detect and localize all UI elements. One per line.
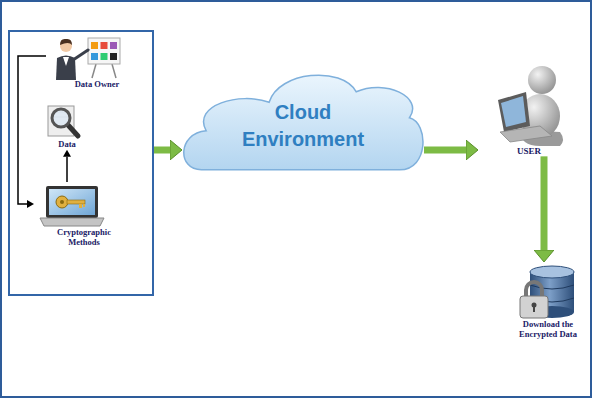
key-icon	[60, 200, 64, 204]
user-figure	[528, 66, 556, 94]
laptop-icon	[46, 186, 98, 218]
user-figure	[498, 92, 530, 132]
data-owner-figure	[56, 38, 120, 80]
database-icon	[530, 285, 574, 289]
data-owner-figure	[88, 38, 120, 64]
data-node: Data	[34, 104, 100, 150]
data-owner-figure	[92, 64, 96, 78]
user-figure	[501, 96, 526, 127]
data-owner-figure	[101, 53, 108, 60]
cloud-outline	[184, 75, 423, 170]
flow-arrow	[541, 156, 548, 250]
database-icon	[530, 266, 574, 278]
key-icon	[56, 196, 68, 208]
data-owner-figure	[91, 53, 98, 60]
key-icon	[79, 204, 82, 208]
user-node: USER	[478, 60, 580, 156]
panel-box: Data OwnerDataCryptographic Methods	[8, 30, 154, 296]
magnifier-icon	[48, 106, 74, 136]
key-icon	[83, 204, 85, 207]
node-label: Download the Encrypted Data	[511, 320, 585, 340]
flow-arrow	[154, 147, 170, 154]
user-figure	[498, 66, 563, 146]
data-owner-figure	[60, 39, 72, 45]
data-owner-figure	[110, 53, 117, 60]
magnifier-icon	[48, 106, 78, 136]
crypto-node: Cryptographic Methods	[34, 182, 134, 248]
laptop-icon	[49, 189, 95, 215]
node-label: USER	[481, 146, 577, 156]
data-owner-figure	[63, 57, 69, 66]
user-figure	[500, 126, 552, 142]
data-owner-figure	[101, 42, 108, 49]
data-owner-figure	[112, 64, 116, 78]
link-arrow	[18, 56, 46, 204]
download-node: Download the Encrypted Data	[508, 262, 588, 340]
flow-arrow	[424, 147, 466, 154]
node-label: Data Owner	[49, 80, 145, 90]
cloud-label: Cloud Environment	[228, 99, 378, 153]
padlock-icon	[533, 306, 535, 312]
laptop-icon	[40, 186, 104, 226]
data-owner-figure	[73, 50, 88, 60]
magnifier-icon	[68, 125, 78, 136]
data-owner-figure	[91, 42, 98, 49]
key-icon	[67, 200, 85, 204]
laptop-icon	[40, 218, 104, 226]
cloud-shape: Cloud Environment	[182, 58, 424, 188]
data-owner-figure	[110, 42, 117, 49]
link-arrow	[66, 157, 68, 182]
magnifier-icon	[52, 109, 70, 127]
node-label: Data	[37, 140, 97, 150]
node-label: Cryptographic Methods	[47, 228, 121, 248]
padlock-icon	[520, 296, 548, 318]
padlock-icon	[520, 282, 548, 318]
data-owner-node: Data Owner	[46, 36, 148, 90]
key-icon	[56, 196, 85, 208]
